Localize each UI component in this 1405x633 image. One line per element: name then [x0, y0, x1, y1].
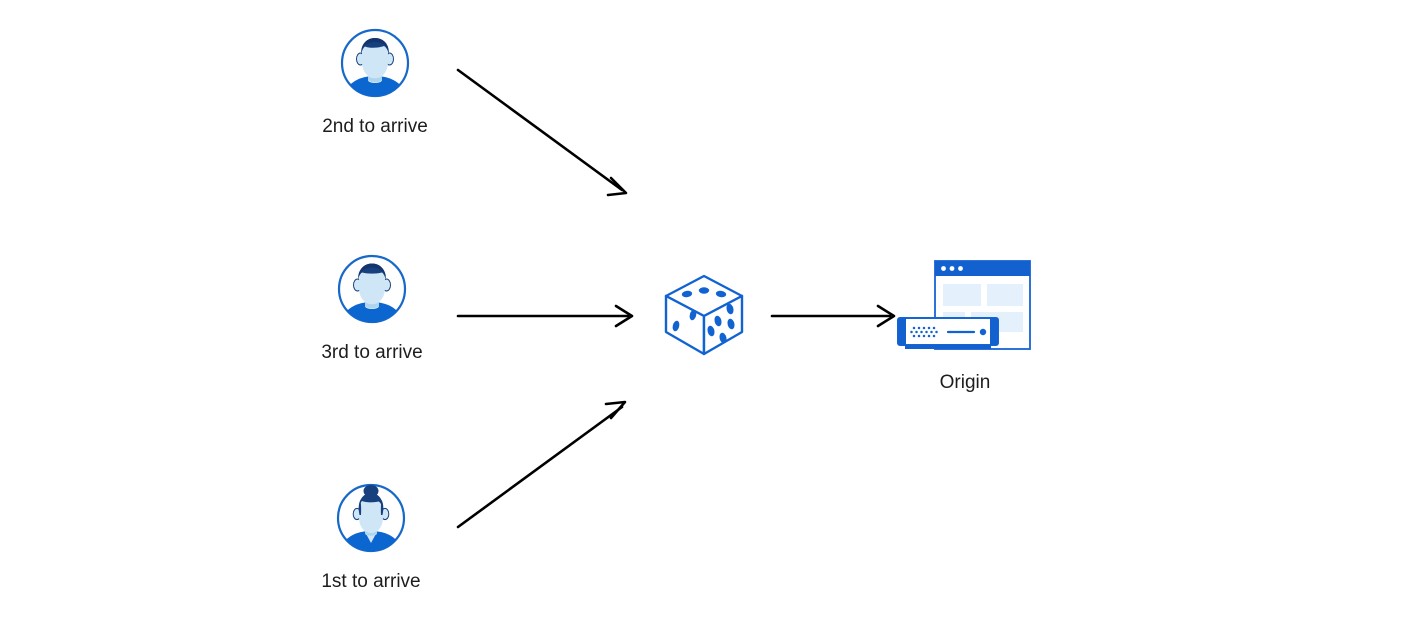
arrow-bottom-to-dice	[456, 400, 627, 529]
server-device-part	[897, 317, 999, 349]
client-node-bottom[interactable]: 1st to arrive	[296, 481, 446, 593]
client-label-top: 2nd to arrive	[322, 116, 428, 137]
browser-window-and-server-icon	[895, 258, 1035, 358]
client-label-bottom: 1st to arrive	[321, 571, 421, 592]
client-node-middle[interactable]: 3rd to arrive	[297, 252, 447, 364]
origin-node[interactable]: Origin	[895, 258, 1035, 394]
origin-label: Origin	[939, 372, 991, 393]
client-node-top[interactable]: 2nd to arrive	[300, 26, 450, 138]
person-short-hair-avatar-icon	[338, 26, 412, 100]
arrow-dice-to-origin	[770, 304, 896, 328]
person-short-hair-avatar-icon	[335, 252, 409, 326]
dice-icon[interactable]	[658, 268, 750, 360]
arrow-top-to-dice	[456, 68, 628, 197]
arrow-middle-to-dice	[456, 304, 634, 328]
client-label-middle: 3rd to arrive	[321, 342, 423, 363]
person-bun-hair-avatar-icon	[334, 481, 408, 555]
